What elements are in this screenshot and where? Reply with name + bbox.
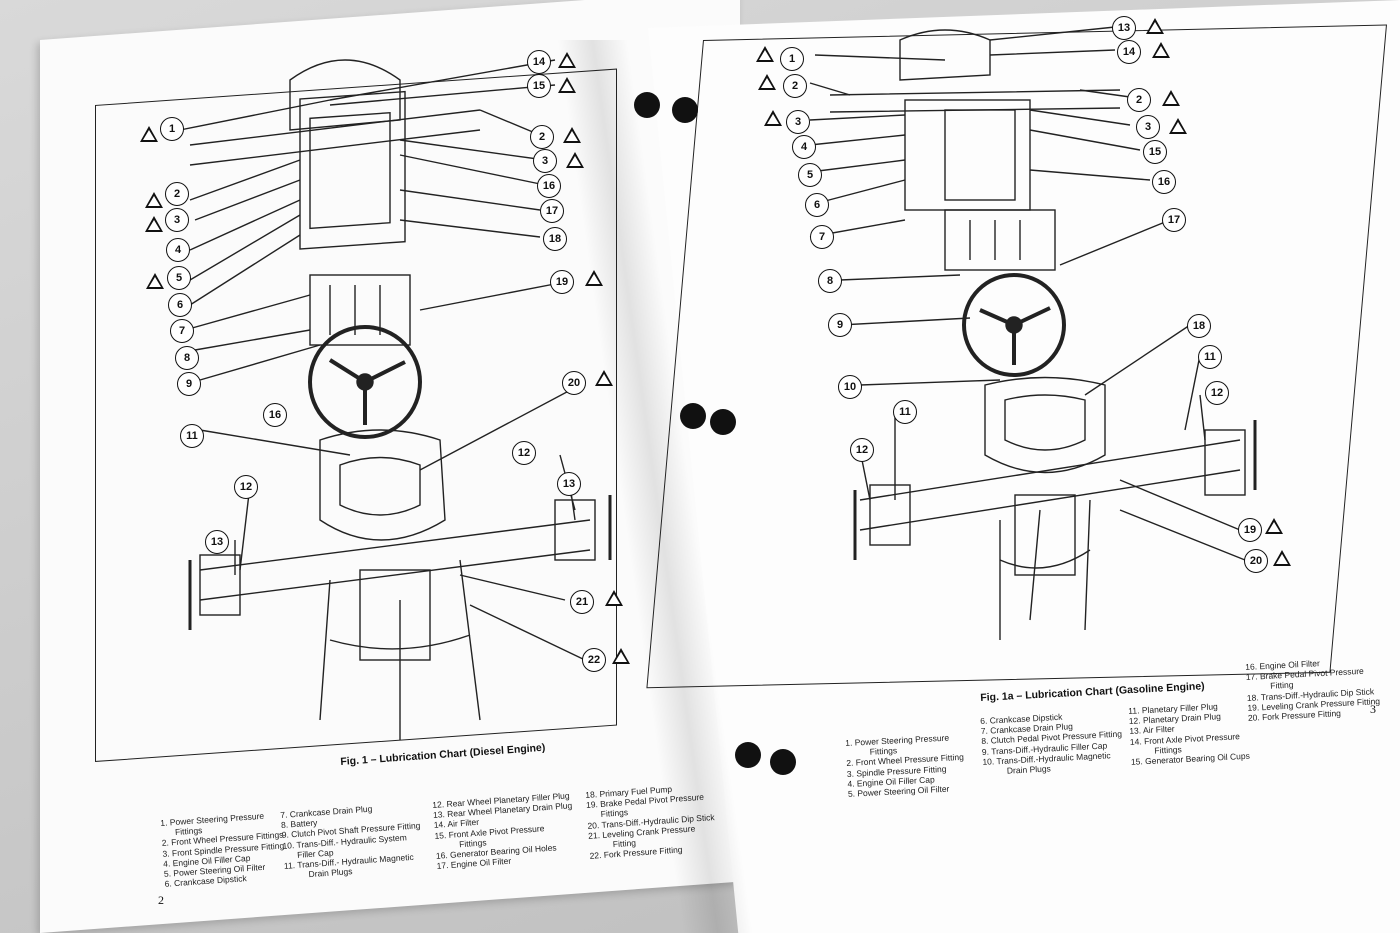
right-tractor-drawing [809, 26, 1257, 640]
binder-hole [634, 92, 660, 118]
callout-number: 20 [1244, 549, 1268, 573]
callout-number: 5 [798, 163, 822, 187]
lube-interval-triangle [1146, 18, 1164, 34]
lube-interval-triangle [145, 216, 163, 232]
binder-hole [710, 409, 736, 435]
lube-interval-triangle [764, 110, 782, 126]
callout-number: 3 [165, 208, 189, 232]
lube-interval-triangle [1273, 550, 1291, 566]
callout-number: 8 [175, 346, 199, 370]
callout-number: 10 [838, 375, 862, 399]
callout-number: 3 [533, 149, 557, 173]
binder-hole [770, 749, 796, 775]
callout-number: 1 [780, 47, 804, 71]
callout-number: 5 [167, 266, 191, 290]
legend-column: 7. Crankcase Drain Plug 8. Battery 9. Cl… [280, 800, 424, 881]
legend-column: 6. Crankcase Dipstick 7. Crankcase Drain… [980, 709, 1124, 778]
lube-interval-triangle [146, 273, 164, 289]
lube-interval-triangle [585, 270, 603, 286]
callout-number: 16 [263, 403, 287, 427]
callout-number: 7 [810, 225, 834, 249]
callout-number: 13 [557, 472, 581, 496]
callout-number: 12 [850, 438, 874, 462]
left-tractor-drawing [179, 59, 612, 740]
callout-number: 20 [562, 371, 586, 395]
callout-number: 2 [165, 182, 189, 206]
callout-number: 17 [540, 199, 564, 223]
callout-number: 22 [582, 648, 606, 672]
callout-number: 14 [527, 50, 551, 74]
callout-number: 11 [1198, 345, 1222, 369]
lube-interval-triangle [1265, 518, 1283, 534]
legend-column: 16. Engine Oil Filter 17. Brake Pedal Pi… [1245, 655, 1381, 723]
lube-interval-triangle [566, 152, 584, 168]
callout-number: 1 [160, 117, 184, 141]
lube-interval-triangle [605, 590, 623, 606]
lube-interval-triangle [1152, 42, 1170, 58]
lube-interval-triangle [1162, 90, 1180, 106]
right-page [648, 0, 1400, 933]
callout-number: 8 [818, 269, 842, 293]
callout-number: 4 [792, 135, 816, 159]
lube-interval-triangle [145, 192, 163, 208]
callout-number: 16 [1152, 170, 1176, 194]
lube-interval-triangle [558, 52, 576, 68]
callout-number: 7 [170, 319, 194, 343]
callout-number: 2 [1127, 88, 1151, 112]
callout-number: 12 [234, 475, 258, 499]
callout-number: 12 [512, 441, 536, 465]
legend-column: 18. Primary Fuel Pump 19. Brake Pedal Pi… [585, 781, 717, 861]
callout-number: 2 [530, 125, 554, 149]
callout-number: 14 [1117, 40, 1141, 64]
callout-number: 18 [1187, 314, 1211, 338]
callout-number: 11 [180, 424, 204, 448]
callout-number: 9 [828, 313, 852, 337]
callout-number: 2 [783, 74, 807, 98]
callout-number: 9 [177, 372, 201, 396]
callout-number: 15 [1143, 140, 1167, 164]
callout-number: 13 [205, 530, 229, 554]
lube-interval-triangle [756, 46, 774, 62]
legend-column: 1. Power Steering Pressure Fittings 2. F… [845, 732, 966, 799]
callout-number: 3 [786, 110, 810, 134]
binder-hole [672, 97, 698, 123]
legend-column: 1. Power Steering Pressure Fittings 2. F… [160, 809, 287, 889]
callout-number: 15 [527, 74, 551, 98]
binder-hole [735, 742, 761, 768]
page-number: 2 [158, 893, 164, 907]
callout-number: 11 [893, 400, 917, 424]
lube-interval-triangle [758, 74, 776, 90]
lube-interval-triangle [140, 126, 158, 142]
lube-interval-triangle [563, 127, 581, 143]
callout-number: 16 [537, 174, 561, 198]
callout-number: 6 [805, 193, 829, 217]
callout-number: 19 [550, 270, 574, 294]
callout-number: 3 [1136, 115, 1160, 139]
lube-interval-triangle [595, 370, 613, 386]
callout-number: 6 [168, 293, 192, 317]
callout-number: 4 [166, 238, 190, 262]
legend-column: 11. Planetary Filler Plug 12. Planetary … [1128, 700, 1250, 767]
lube-interval-triangle [558, 77, 576, 93]
callout-number: 12 [1205, 381, 1229, 405]
legend-column: 12. Rear Wheel Planetary Filler Plug 13.… [432, 790, 576, 871]
lube-interval-triangle [1169, 118, 1187, 134]
callout-number: 18 [543, 227, 567, 251]
page-number: 3 [1370, 702, 1376, 716]
callout-number: 19 [1238, 518, 1262, 542]
binder-hole [680, 403, 706, 429]
callout-number: 13 [1112, 16, 1136, 40]
lube-interval-triangle [612, 648, 630, 664]
callout-number: 21 [570, 590, 594, 614]
callout-number: 17 [1162, 208, 1186, 232]
